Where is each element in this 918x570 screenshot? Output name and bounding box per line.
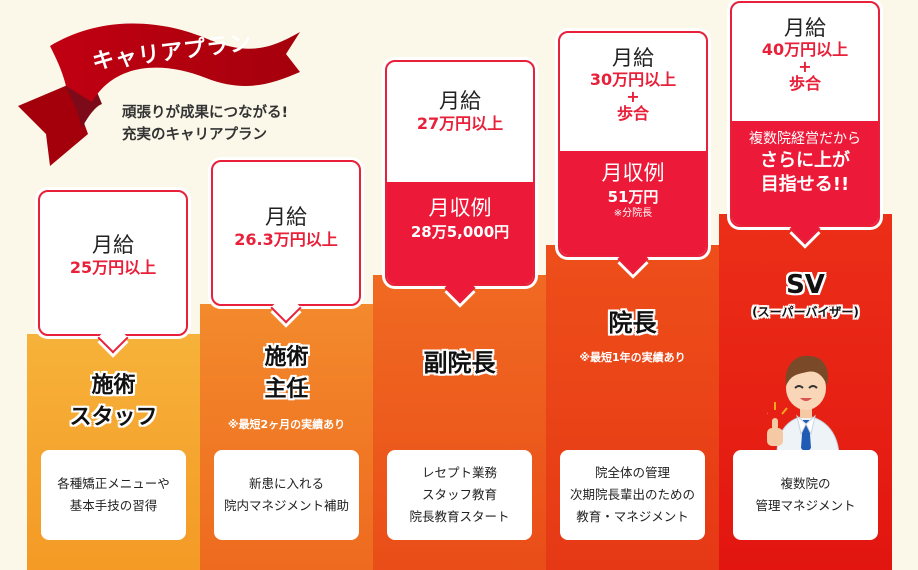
salary-label: 月給 xyxy=(439,89,481,113)
income-example: 月収例 51万円 ※分院長 xyxy=(560,151,706,255)
salary-label: 月給 xyxy=(784,16,826,40)
income-example: 月収例 28万5,000円 xyxy=(387,182,533,284)
income-amount: 51万円 xyxy=(607,188,659,206)
stage-column-supervisor: SV (スーパーバイザー) 複数院の 管理 xyxy=(719,214,892,570)
supervisor-message: 複数院経営だから さらに上が 目指せる!! xyxy=(732,121,878,225)
role-title: 院長 xyxy=(608,309,657,337)
income-label: 月収例 xyxy=(601,161,665,185)
stage-column-vice-director: 副院長 レセプト業務 スタッフ教育 院長教育スタート xyxy=(373,275,546,570)
income-label: 月収例 xyxy=(428,196,492,220)
role-note: ※最短1年の実績あり xyxy=(579,351,686,364)
salary-label: 月給 xyxy=(92,233,134,257)
stage-column-staff: 施術 スタッフ 各種矯正メニューや 基本手技の習得 xyxy=(27,334,200,570)
role-title: 副院長 xyxy=(423,349,496,377)
salary-bubble-supervisor: 月給 40万円以上 + 歩合 複数院経営だから さらに上が 目指せる!! xyxy=(730,1,880,245)
ribbon-subtitle: 頑張りが成果につながる! 充実のキャリアプラン xyxy=(122,102,288,146)
salary-label: 月給 xyxy=(265,205,307,229)
income-note: ※分院長 xyxy=(613,208,653,219)
salary-amount: 30万円以上 + 歩合 xyxy=(589,70,677,123)
stage-column-director: 院長 ※最短1年の実績あり 院全体の管理 次期院長輩出のための 教育・マネジメン… xyxy=(546,245,719,570)
role-note: ※最短2ヶ月の実績あり xyxy=(227,418,346,431)
role-title: 施術 主任 xyxy=(200,342,373,406)
salary-amount: 26.3万円以上 xyxy=(234,230,338,249)
salary-amount: 40万円以上 + 歩合 xyxy=(761,40,849,93)
salary-bubble-director: 月給 30万円以上 + 歩合 月収例 51万円 ※分院長 xyxy=(558,31,708,275)
role-title: SV xyxy=(786,270,825,300)
role-line-2: 主任 xyxy=(264,377,309,402)
role-subtitle: (スーパーバイザー) xyxy=(752,305,859,319)
salary-bubble-vice-director: 月給 27万円以上 月収例 28万5,000円 xyxy=(385,60,535,304)
salary-amount: 25万円以上 xyxy=(69,258,157,277)
role-line-1: 施術 xyxy=(91,373,136,398)
income-amount: 28万5,000円 xyxy=(410,223,510,241)
message-small: 複数院経営だから xyxy=(749,131,861,147)
salary-label: 月給 xyxy=(612,46,654,70)
subtitle-line-2: 充実のキャリアプラン xyxy=(122,127,267,143)
subtitle-line-1: 頑張りが成果につながる! xyxy=(122,105,289,121)
role-line-1: 施術 xyxy=(264,345,309,370)
message-big: さらに上が 目指せる!! xyxy=(760,150,850,195)
salary-amount: 27万円以上 xyxy=(416,114,504,133)
role-line-2: スタッフ xyxy=(69,405,158,430)
role-description: 新患に入れる 院内マネジメント補助 xyxy=(214,450,359,540)
career-plan-ribbon: キャリアプラン 頑張りが成果につながる! 充実のキャリアプラン xyxy=(10,6,300,166)
salary-bubble-chief: 月給 26.3万円以上 xyxy=(211,160,361,324)
role-description: 複数院の 管理マネジメント xyxy=(733,450,878,540)
doctor-thumbs-up-icon xyxy=(767,355,840,454)
salary-bubble-staff: 月給 25万円以上 xyxy=(38,190,188,354)
role-description: レセプト業務 スタッフ教育 院長教育スタート xyxy=(387,450,532,540)
role-description: 院全体の管理 次期院長輩出のための 教育・マネジメント xyxy=(560,450,705,540)
stage-column-chief: 施術 主任 ※最短2ヶ月の実績あり 新患に入れる 院内マネジメント補助 xyxy=(200,304,373,570)
role-title: 施術 スタッフ xyxy=(27,370,200,434)
role-description: 各種矯正メニューや 基本手技の習得 xyxy=(41,450,186,540)
ribbon-icon xyxy=(18,23,300,166)
